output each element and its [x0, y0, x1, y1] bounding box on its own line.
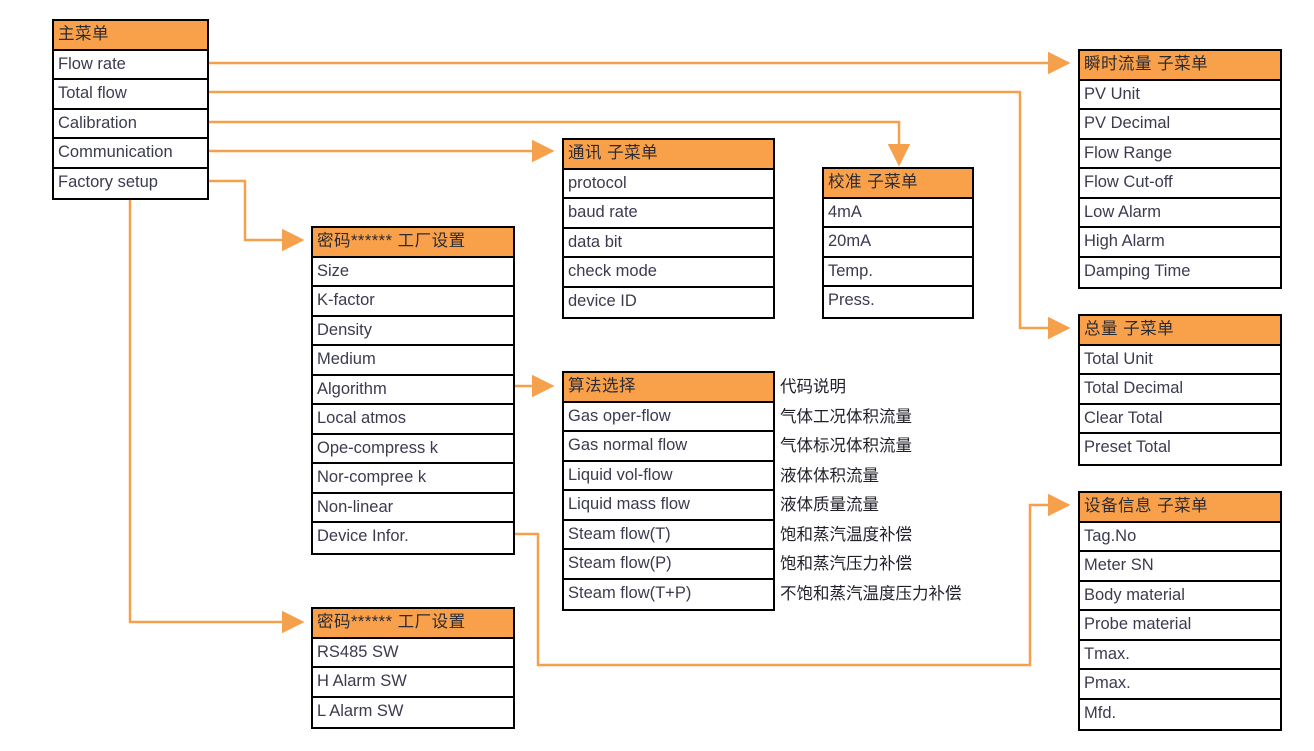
total-flow-submenu-header: 总量 子菜单 [1080, 316, 1280, 346]
factory-setup-item-density[interactable]: Density [313, 317, 513, 346]
factory-setup-submenu-header: 密码****** 工厂设置 [313, 228, 513, 258]
flow-rate-item-pv-unit[interactable]: PV Unit [1080, 81, 1280, 110]
flow-rate-item-pv-decimal[interactable]: PV Decimal [1080, 110, 1280, 140]
calibration-submenu-header: 校准 子菜单 [824, 169, 972, 199]
device-info-submenu-box: 设备信息 子菜单 Tag.No Meter SN Body material P… [1078, 491, 1282, 731]
factory-switch-submenu-box: 密码****** 工厂设置 RS485 SW H Alarm SW L Alar… [311, 607, 515, 729]
communication-submenu-box: 通讯 子菜单 protocol baud rate data bit check… [562, 138, 775, 319]
main-menu-header: 主菜单 [54, 21, 207, 51]
factory-setup-item-k-factor[interactable]: K-factor [313, 287, 513, 317]
factory-switch-submenu-header: 密码****** 工厂设置 [313, 609, 513, 639]
device-info-item-meter-sn[interactable]: Meter SN [1080, 552, 1280, 582]
flow-rate-item-high-alarm[interactable]: High Alarm [1080, 228, 1280, 258]
algorithm-item-liquid-mass-flow[interactable]: Liquid mass flow [564, 491, 773, 521]
algorithm-item-liquid-vol-flow[interactable]: Liquid vol-flow [564, 462, 773, 491]
algorithm-description-liquid-vol-flow: 液体体积流量 [780, 466, 879, 485]
factory-switch-item-rs485-sw[interactable]: RS485 SW [313, 639, 513, 668]
main-menu-item-communication[interactable]: Communication [54, 139, 207, 169]
total-flow-item-clear-total[interactable]: Clear Total [1080, 405, 1280, 434]
factory-setup-item-medium[interactable]: Medium [313, 346, 513, 376]
algorithm-item-steam-flow-t[interactable]: Steam flow(T) [564, 521, 773, 550]
main-menu-item-total-flow[interactable]: Total flow [54, 80, 207, 110]
calibration-item-press[interactable]: Press. [828, 291, 875, 309]
algorithm-description-gas-oper-flow: 气体工况体积流量 [780, 407, 912, 426]
factory-setup-item-algorithm[interactable]: Algorithm [313, 376, 513, 405]
algorithm-description-steam-flow-p: 饱和蒸汽压力补偿 [780, 555, 912, 573]
factory-setup-item-non-linear[interactable]: Non-linear [313, 494, 513, 523]
flow-rate-item-damping-time[interactable]: Damping Time [1084, 261, 1191, 280]
factory-setup-item-ope-compress-k[interactable]: Ope-compress k [313, 435, 513, 464]
algorithm-submenu-header: 算法选择 [564, 373, 773, 403]
flow-rate-item-flow-cut-off[interactable]: Flow Cut-off [1080, 169, 1280, 199]
main-menu-item-calibration[interactable]: Calibration [54, 110, 207, 139]
factory-switch-item-h-alarm-sw[interactable]: H Alarm SW [313, 668, 513, 698]
flow-rate-submenu-box: 瞬时流量 子菜单 PV Unit PV Decimal Flow Range F… [1078, 49, 1282, 289]
algorithm-submenu-box: 算法选择 Gas oper-flow Gas normal flow Liqui… [562, 371, 775, 611]
device-info-item-probe-material[interactable]: Probe material [1080, 611, 1280, 641]
algorithm-description-steam-flow-tp: 不饱和蒸汽温度压力补偿 [780, 584, 962, 603]
algorithm-item-steam-flow-p[interactable]: Steam flow(P) [564, 550, 773, 580]
factory-setup-item-device-infor[interactable]: Device Infor. [317, 527, 409, 545]
device-info-item-tmax[interactable]: Tmax. [1080, 641, 1280, 670]
main-menu-box: 主菜单 Flow rate Total flow Calibration Com… [52, 19, 209, 200]
factory-setup-item-nor-compree-k[interactable]: Nor-compree k [313, 464, 513, 494]
flow-rate-submenu-header: 瞬时流量 子菜单 [1080, 51, 1280, 81]
algorithm-item-gas-normal-flow[interactable]: Gas normal flow [564, 432, 773, 462]
algorithm-item-steam-flow-tp[interactable]: Steam flow(T+P) [568, 583, 692, 602]
device-info-submenu-header: 设备信息 子菜单 [1080, 493, 1280, 523]
communication-item-protocol[interactable]: protocol [564, 170, 773, 199]
algorithm-description-header: 代码说明 [780, 378, 846, 396]
connector-factory-setup-lower [128, 196, 305, 634]
algorithm-description-liquid-mass-flow: 液体质量流量 [780, 496, 879, 514]
connector-factory-setup-upper [209, 179, 305, 252]
communication-item-device-id[interactable]: device ID [568, 291, 637, 310]
device-info-item-mfd[interactable]: Mfd. [1084, 703, 1117, 722]
device-info-item-body-material[interactable]: Body material [1080, 582, 1280, 611]
factory-setup-item-size[interactable]: Size [313, 258, 513, 287]
communication-item-baud-rate[interactable]: baud rate [564, 199, 773, 229]
algorithm-description-steam-flow-t: 饱和蒸汽温度补偿 [780, 525, 912, 544]
calibration-item-temp[interactable]: Temp. [824, 258, 972, 287]
flow-rate-item-flow-range[interactable]: Flow Range [1080, 140, 1280, 169]
total-flow-submenu-box: 总量 子菜单 Total Unit Total Decimal Clear To… [1078, 314, 1282, 466]
factory-switch-item-l-alarm-sw[interactable]: L Alarm SW [317, 701, 404, 720]
total-flow-item-total-unit[interactable]: Total Unit [1080, 346, 1280, 375]
factory-setup-submenu-box: 密码****** 工厂设置 Size K-factor Density Medi… [311, 226, 515, 555]
communication-submenu-header: 通讯 子菜单 [564, 140, 773, 170]
device-info-item-pmax[interactable]: Pmax. [1080, 670, 1280, 700]
total-flow-item-preset-total[interactable]: Preset Total [1084, 438, 1171, 456]
connector-calibration [209, 120, 911, 167]
algorithm-item-gas-oper-flow[interactable]: Gas oper-flow [564, 403, 773, 432]
total-flow-item-total-decimal[interactable]: Total Decimal [1080, 375, 1280, 405]
flow-rate-item-low-alarm[interactable]: Low Alarm [1080, 199, 1280, 228]
factory-setup-item-local-atmos[interactable]: Local atmos [313, 405, 513, 435]
calibration-item-4ma[interactable]: 4mA [824, 199, 972, 228]
calibration-item-20ma[interactable]: 20mA [824, 228, 972, 258]
device-info-item-tag-no[interactable]: Tag.No [1080, 523, 1280, 552]
algorithm-description-gas-normal-flow: 气体标况体积流量 [780, 437, 912, 455]
communication-item-check-mode[interactable]: check mode [564, 258, 773, 288]
main-menu-item-flow-rate[interactable]: Flow rate [54, 51, 207, 80]
communication-item-data-bit[interactable]: data bit [564, 229, 773, 258]
main-menu-item-factory-setup[interactable]: Factory setup [58, 172, 158, 191]
calibration-submenu-box: 校准 子菜单 4mA 20mA Temp. Press. [822, 167, 974, 319]
algorithm-description-column: 代码说明 气体工况体积流量 气体标况体积流量 液体体积流量 液体质量流量 饱和蒸… [780, 373, 1080, 609]
